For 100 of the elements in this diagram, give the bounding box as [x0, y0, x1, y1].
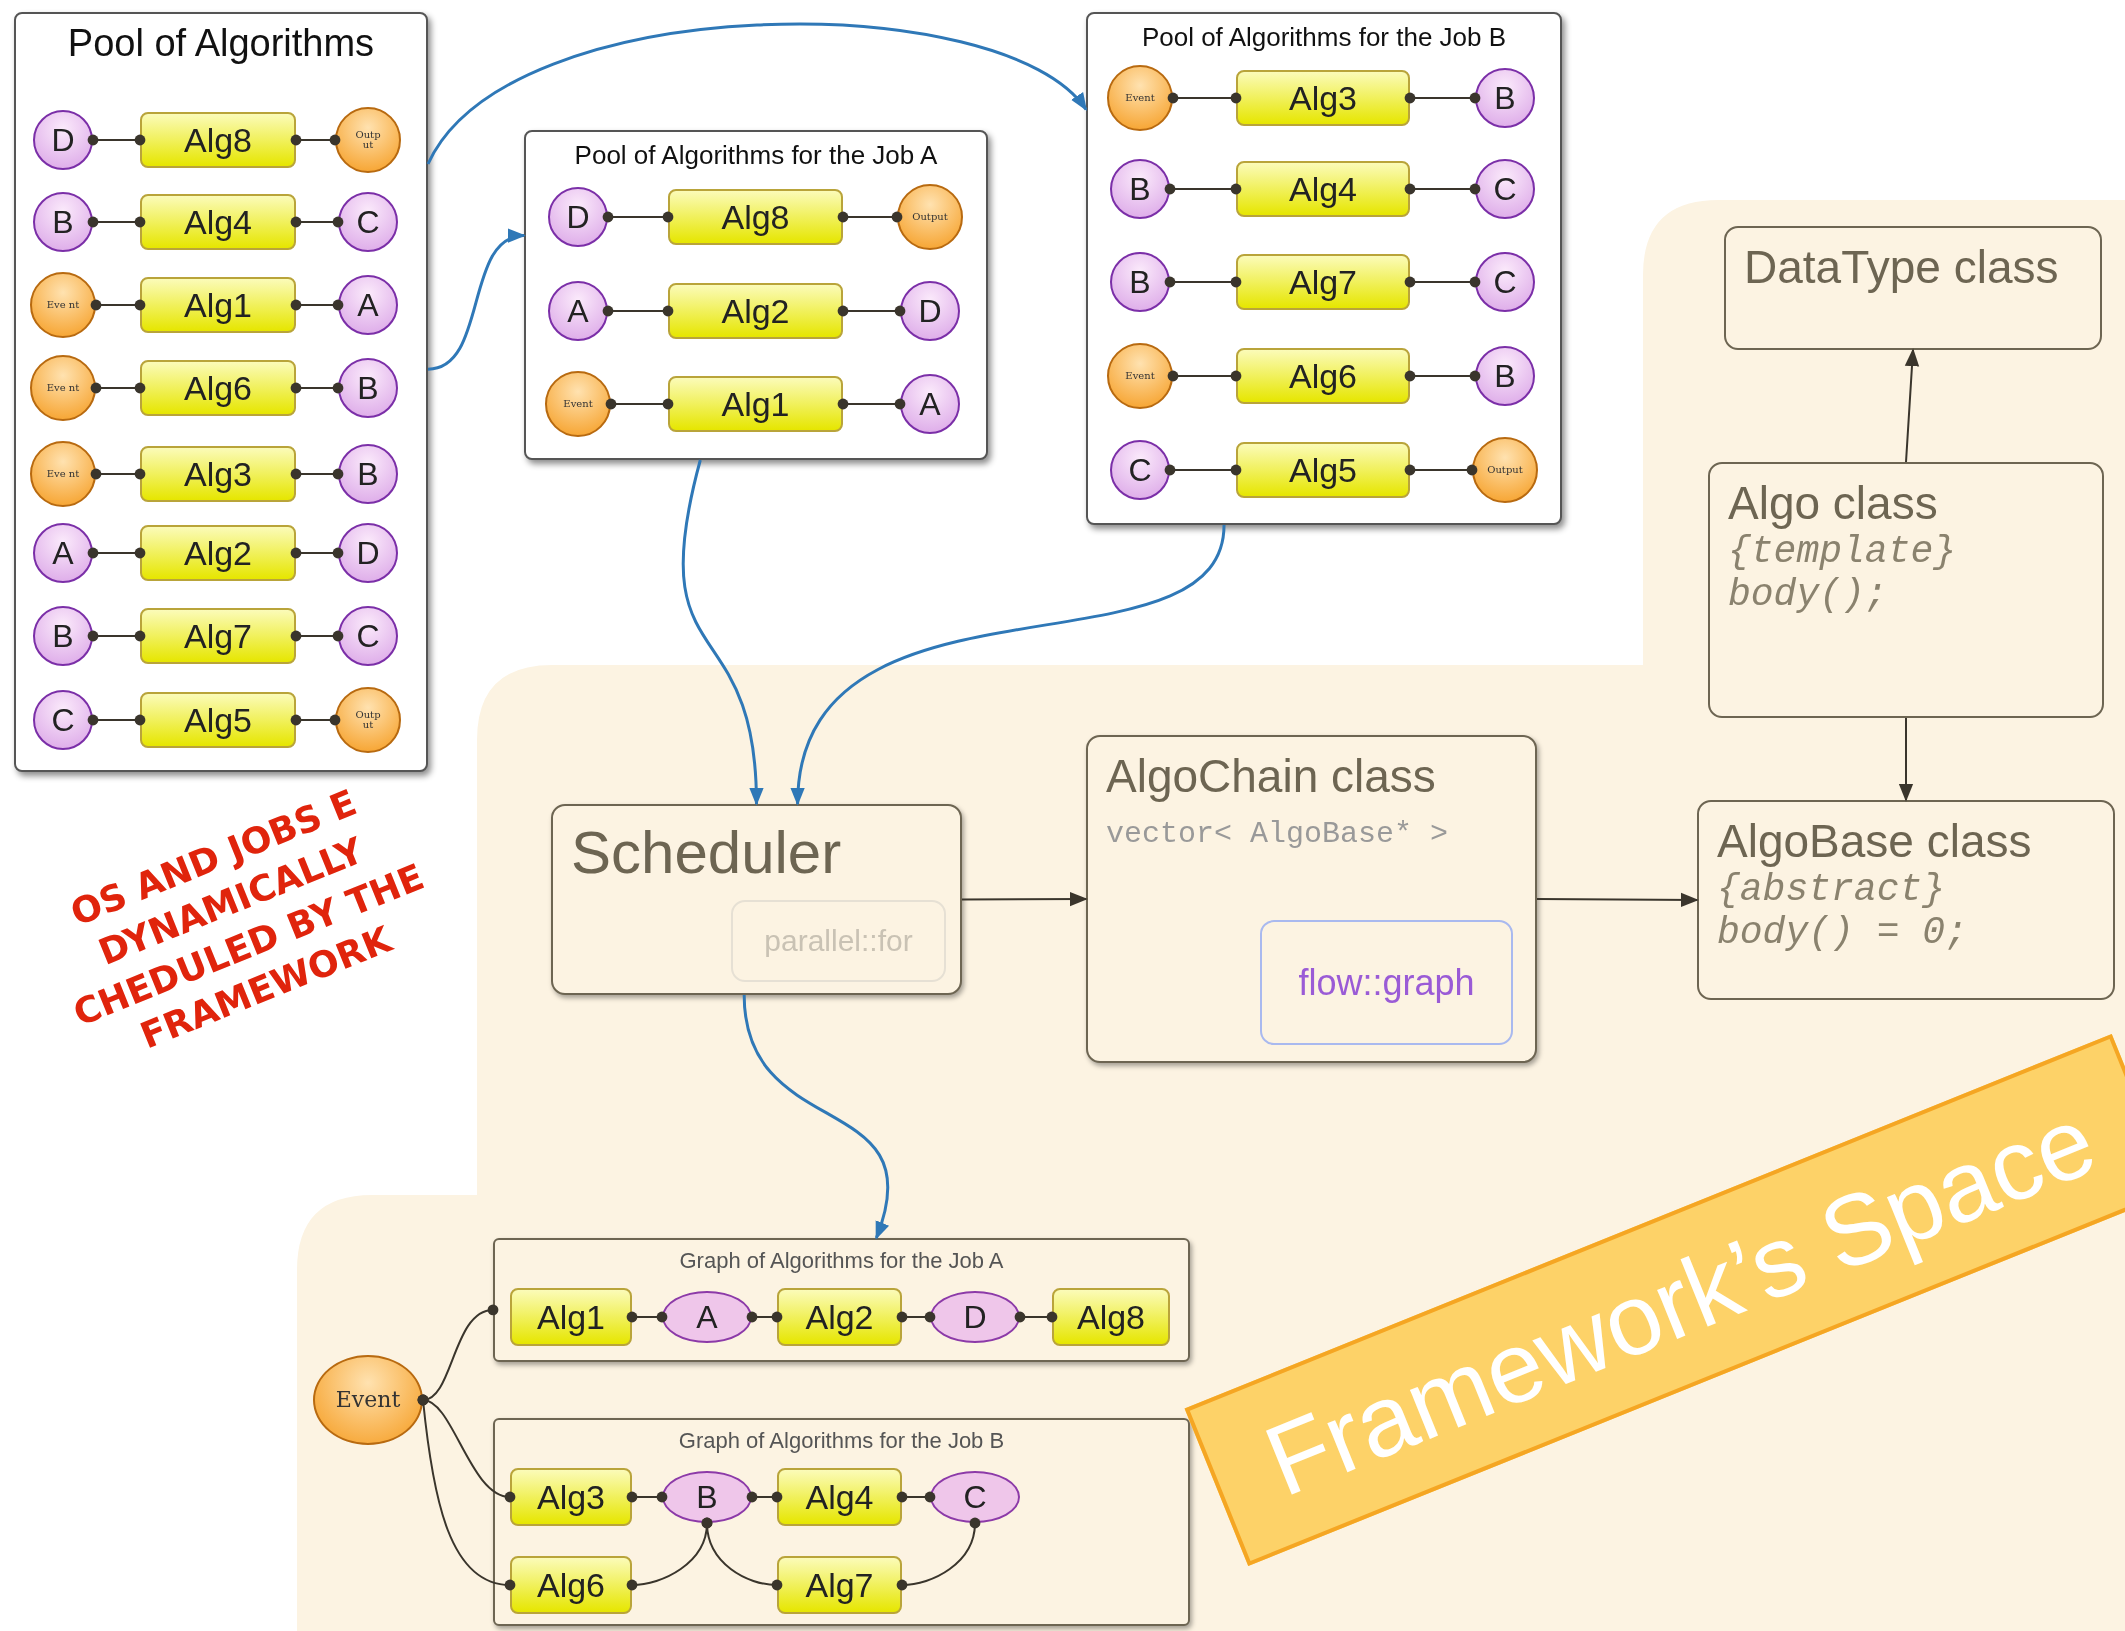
algorithm-box: Alg8: [140, 112, 296, 168]
connector-line: [896, 1517, 981, 1591]
code-text: {abstract}: [1717, 868, 1947, 911]
connector-line: [896, 1491, 936, 1503]
arrow: [682, 459, 763, 806]
connector-line: [1404, 183, 1481, 195]
connector-line: [87, 216, 146, 228]
arrow: [426, 23, 1088, 165]
algorithm-box: Alg6: [140, 360, 296, 416]
data-circle: C: [1475, 159, 1535, 219]
algorithm-box: Alg1: [510, 1288, 632, 1346]
data-circle: B: [338, 444, 398, 504]
connector-line: [1404, 464, 1478, 476]
connector-line: [896, 1311, 936, 1323]
data-circle: B: [1475, 68, 1535, 128]
data-ellipse: B: [662, 1471, 752, 1523]
event-circle: Eve nt: [30, 441, 96, 507]
connector-line: [701, 1517, 783, 1591]
connector-line: [87, 630, 146, 642]
data-circle: D: [548, 187, 608, 247]
event-circle: Event: [545, 371, 611, 437]
connector-line: [87, 714, 146, 726]
data-circle: C: [338, 192, 398, 252]
data-circle: B: [33, 192, 93, 252]
connector-line: [605, 398, 674, 410]
connector-line: [837, 211, 903, 223]
arrow: [1898, 717, 1914, 802]
arrow: [427, 231, 526, 371]
algorithm-box: Alg7: [1236, 254, 1410, 310]
connector-line: [1164, 276, 1242, 288]
event-circle: Outp ut: [335, 107, 401, 173]
connector-line: [1164, 183, 1242, 195]
connector-line: [417, 1394, 516, 1591]
algorithm-box: Alg4: [777, 1468, 902, 1526]
data-ellipse: D: [930, 1291, 1020, 1343]
class-box: [1697, 800, 2115, 1000]
connector-line: [290, 382, 344, 394]
algorithm-box: Alg7: [777, 1556, 902, 1614]
data-circle: A: [33, 523, 93, 583]
data-circle: B: [1110, 252, 1170, 312]
algorithm-box: Alg4: [1236, 161, 1410, 217]
panel-title: Pool of Algorithms: [66, 22, 376, 65]
library-box: flow::graph: [1260, 920, 1513, 1045]
connector-line: [87, 547, 146, 559]
class-title: Algo class: [1728, 476, 1939, 530]
algorithm-box: Alg7: [140, 608, 296, 664]
event-circle: Output: [1472, 437, 1538, 503]
connector-line: [626, 1311, 668, 1323]
data-circle: A: [548, 281, 608, 341]
pool-panel: [524, 130, 988, 460]
data-circle: B: [1110, 159, 1170, 219]
algorithm-box: Alg8: [1052, 1288, 1170, 1346]
connector-line: [746, 1311, 783, 1323]
connector-line: [290, 714, 341, 726]
data-circle: D: [33, 110, 93, 170]
connector-line: [602, 305, 674, 317]
algorithm-box: Alg2: [777, 1288, 902, 1346]
event-circle: Eve nt: [30, 272, 96, 338]
algorithm-box: Alg3: [510, 1468, 632, 1526]
event-circle: Eve nt: [30, 355, 96, 421]
panel-title: Graph of Algorithms for the Job B: [677, 1428, 1006, 1454]
algorithm-box: Alg3: [140, 446, 296, 502]
algorithm-box: Alg6: [1236, 348, 1410, 404]
connector-line: [1404, 92, 1481, 104]
connector-line: [1404, 370, 1481, 382]
event-circle: Event: [1107, 343, 1173, 409]
panel-title: Pool of Algorithms for the Job B: [1140, 22, 1508, 53]
connector-line: [602, 211, 674, 223]
arrow: [792, 524, 1226, 806]
connector-line: [1014, 1311, 1058, 1323]
class-box: [1086, 735, 1537, 1063]
connector-line: [90, 468, 146, 480]
connector-line: [1404, 276, 1481, 288]
event-circle: Output: [897, 184, 963, 250]
algorithm-box: Alg1: [140, 277, 296, 333]
connector-line: [1167, 92, 1242, 104]
event-circle: Event: [1107, 65, 1173, 131]
algorithm-box: Alg8: [668, 189, 843, 245]
data-circle: D: [338, 523, 398, 583]
connector-line: [290, 299, 344, 311]
connector-line: [746, 1491, 783, 1503]
algorithm-box: Alg2: [668, 283, 843, 339]
code-text: body() = 0;: [1717, 911, 1969, 954]
connector-line: [90, 382, 146, 394]
arrow: [961, 891, 1088, 907]
data-circle: C: [1475, 252, 1535, 312]
panel-title: Pool of Algorithms for the Job A: [573, 140, 939, 171]
arrow: [742, 994, 889, 1240]
data-ellipse: A: [662, 1291, 752, 1343]
data-circle: A: [338, 275, 398, 335]
graph-panel: [493, 1238, 1190, 1362]
graph-panel: [493, 1418, 1190, 1626]
data-circle: A: [900, 374, 960, 434]
connector-line: [290, 134, 341, 146]
pool-panel: [14, 12, 428, 772]
connector-line: [90, 299, 146, 311]
data-ellipse: C: [930, 1471, 1020, 1523]
data-circle: B: [33, 606, 93, 666]
class-box: DataType class: [1724, 226, 2102, 350]
data-circle: B: [338, 358, 398, 418]
